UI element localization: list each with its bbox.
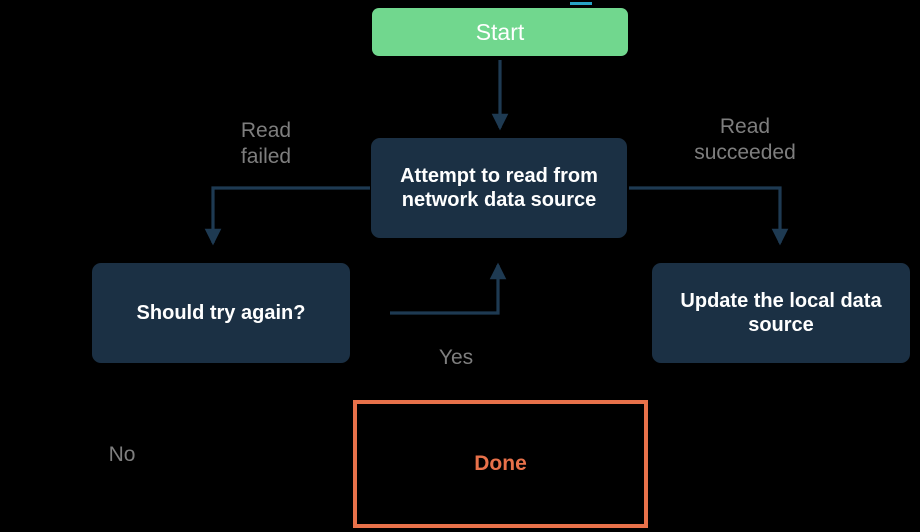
- node-update-local-data-source[interactable]: Update the local data source: [652, 263, 910, 363]
- node-update-label: Update the local data source: [680, 289, 882, 336]
- node-retry-label: Should try again?: [136, 301, 306, 324]
- edge-attempt-to-update: [629, 186, 789, 246]
- edge-attempt-to-retry: [204, 186, 370, 246]
- edge-retry-to-attempt: [390, 262, 507, 315]
- node-attempt-to-read[interactable]: Attempt to read from network data source: [371, 138, 627, 238]
- node-should-try-again[interactable]: Should try again?: [92, 263, 350, 363]
- edge-label-no: No: [108, 443, 136, 466]
- edge-label-read-succeeded: Read succeeded: [694, 115, 796, 165]
- node-start-label: Start: [475, 18, 525, 45]
- edge-label-read-failed: Read failed: [240, 119, 292, 169]
- node-done-label: Done: [474, 452, 527, 476]
- node-done[interactable]: Done: [353, 400, 648, 528]
- node-attempt-label: Attempt to read from network data source: [400, 164, 598, 211]
- node-start[interactable]: Start: [372, 8, 628, 56]
- scrollbar-sliver-artifact: [570, 2, 592, 5]
- edge-label-yes: Yes: [438, 346, 474, 369]
